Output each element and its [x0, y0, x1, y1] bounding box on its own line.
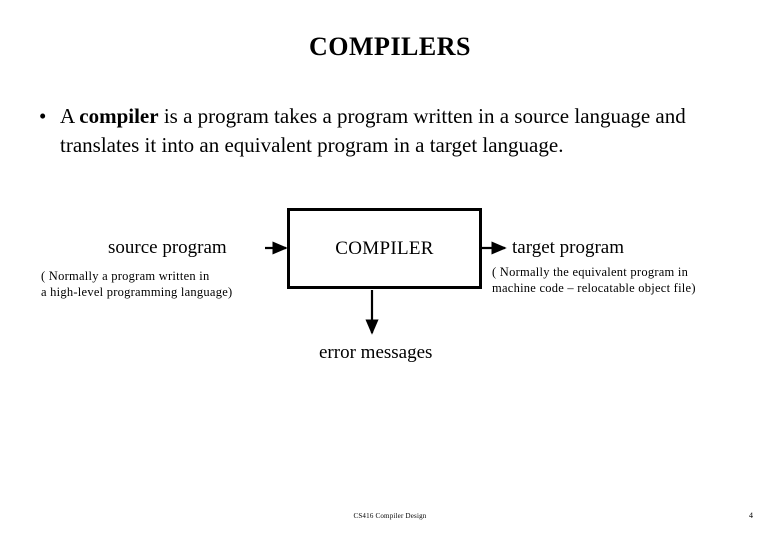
target-program-caption-line1: ( Normally the equivalent program in [492, 265, 689, 279]
source-program-label: source program [108, 237, 227, 258]
bullet-text-rest: is a program takes a program written in … [60, 104, 686, 157]
page-title: COMPILERS [309, 32, 471, 61]
bullet-text-emphasis: compiler [79, 104, 159, 128]
bullet-point-icon: • [39, 104, 47, 128]
target-program-label: target program [512, 237, 625, 258]
source-program-caption-line1: ( Normally a program written in [41, 269, 210, 283]
target-program-caption: ( Normally the equivalent program in mac… [492, 264, 696, 296]
error-messages-label: error messages [319, 342, 433, 363]
bullet-item-text: A compiler is a program takes a program … [60, 102, 756, 160]
bullet-list: • A compiler is a program takes a progra… [30, 102, 756, 160]
compiler-box-label: COMPILER [335, 238, 434, 259]
page-number: 4 [749, 511, 753, 520]
source-program-caption: ( Normally a program written in a high-l… [41, 268, 232, 300]
footer-course-label: CS416 Compiler Design [353, 512, 427, 520]
source-program-caption-line2: a high-level programming language) [41, 285, 233, 299]
target-program-caption-line2: machine code – relocatable object file) [492, 281, 696, 295]
bullet-text-lead: A [60, 104, 80, 128]
list-item: • A compiler is a program takes a progra… [30, 102, 756, 160]
compiler-box: COMPILER [287, 208, 482, 289]
